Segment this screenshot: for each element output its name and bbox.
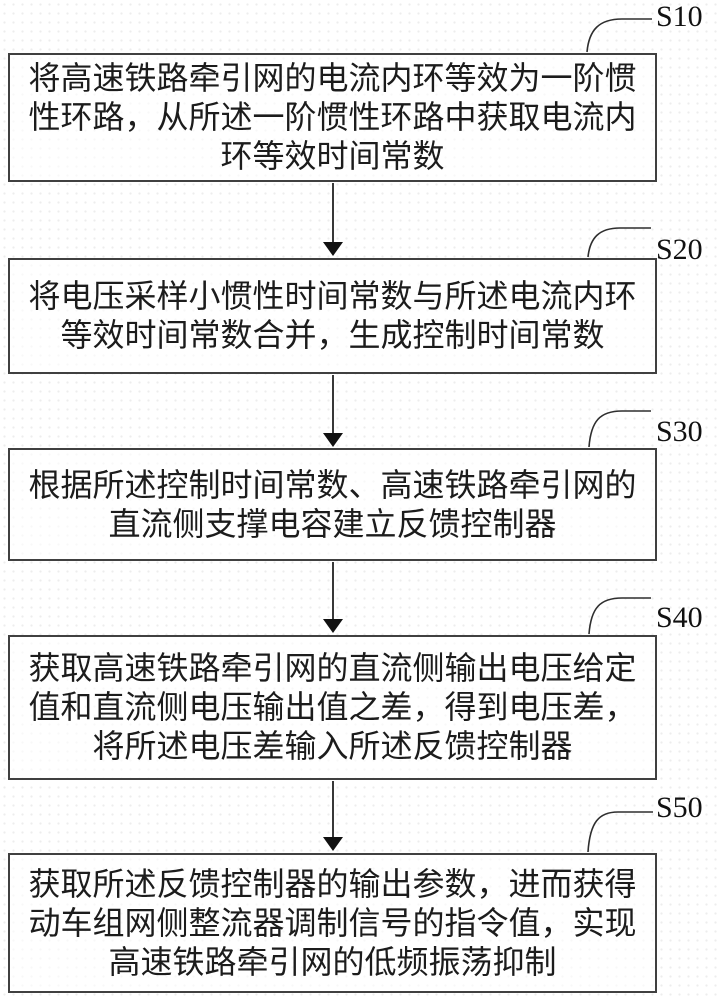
step-label-s40: S40 (656, 601, 703, 634)
step-box-s50: 获取所述反馈控制器的输出参数，进而获得 动车组网侧整流器调制信号的指令值，实现 … (8, 853, 657, 993)
step-text-s20: 将电压采样小惯性时间常数与所述电流内环 等效时间常数合并，生成控制时间常数 (28, 278, 637, 353)
step-box-s30: 根据所述控制时间常数、高速铁路牵引网的 直流侧支撑电容建立反馈控制器 (8, 448, 657, 561)
leader-line-s50 (587, 811, 653, 853)
step-text-s50: 获取所述反馈控制器的输出参数，进而获得 动车组网侧整流器调制信号的指令值，实现 … (28, 865, 637, 980)
leader-line-s10 (586, 18, 652, 53)
leader-line-s20 (587, 227, 651, 258)
step-text-s10: 将高速铁路牵引网的电流内环等效为一阶惯 性环路，从所述一阶惯性环路中获取电流内 … (28, 60, 637, 174)
arrow-s10-to-s20 (323, 183, 343, 256)
step-text-s30: 根据所述控制时间常数、高速铁路牵引网的 直流侧支撑电容建立反馈控制器 (28, 466, 637, 542)
leader-line-s40 (588, 597, 651, 635)
step-label-s10: S10 (656, 0, 703, 33)
step-label-s20: S20 (656, 233, 703, 266)
step-label-s30: S30 (656, 415, 703, 448)
leader-line-s30 (588, 410, 651, 448)
step-box-s20: 将电压采样小惯性时间常数与所述电流内环 等效时间常数合并，生成控制时间常数 (8, 258, 657, 374)
step-box-s10: 将高速铁路牵引网的电流内环等效为一阶惯 性环路，从所述一阶惯性环路中获取电流内 … (8, 53, 657, 182)
arrow-s20-to-s30 (323, 375, 343, 447)
step-label-s50: S50 (656, 791, 703, 824)
arrow-s40-to-s50 (323, 781, 343, 851)
step-text-s40: 获取高速铁路牵引网的直流侧输出电压给定 值和直流侧电压输出值之差，得到电压差， … (28, 650, 637, 764)
step-box-s40: 获取高速铁路牵引网的直流侧输出电压给定 值和直流侧电压输出值之差，得到电压差， … (8, 635, 657, 780)
arrow-s30-to-s40 (323, 562, 343, 633)
